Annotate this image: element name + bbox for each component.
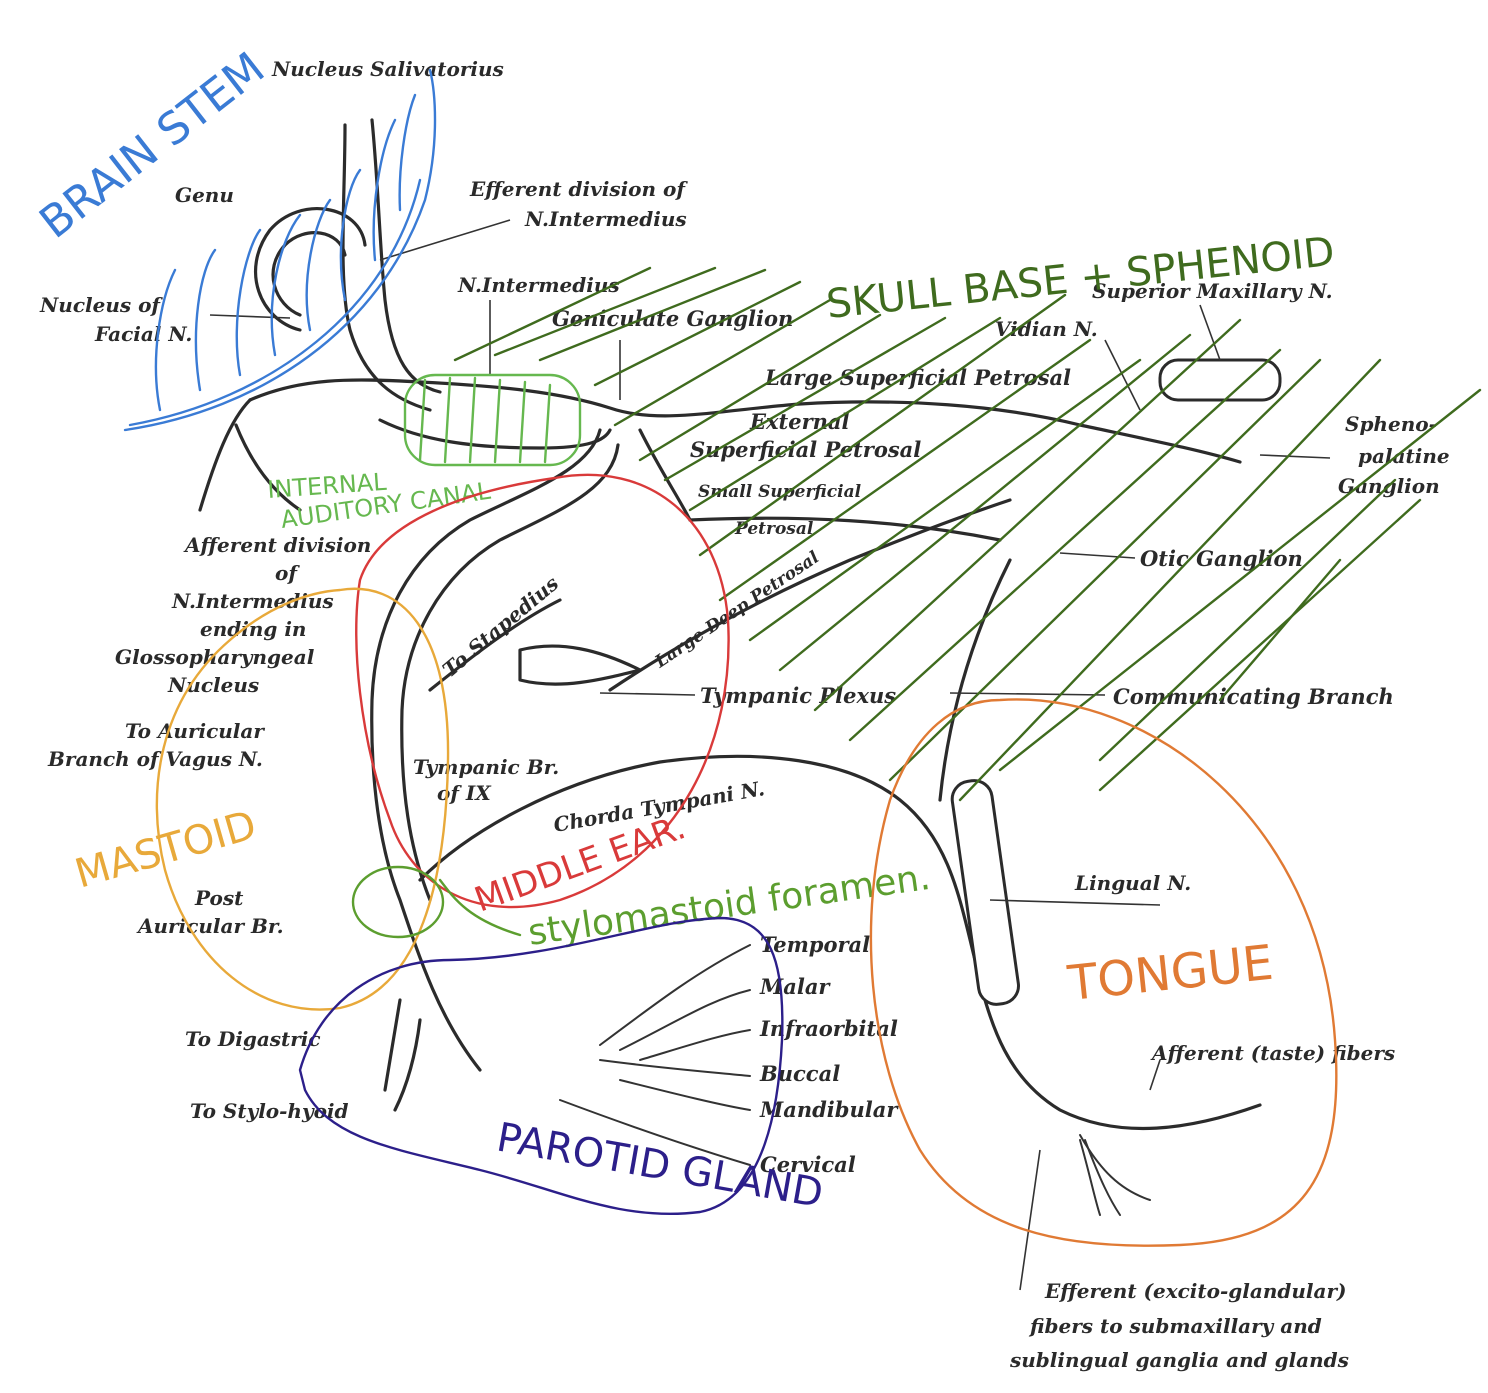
label-tympanic-br-1: Tympanic Br. [413, 755, 559, 779]
label-otic-ganglion: Otic Ganglion [1140, 546, 1303, 571]
to-stylohyoid-path [393, 1018, 422, 1112]
label-afferent-division-3: N.Intermedius [171, 589, 334, 613]
label-small-superficial-2: Petrosal [734, 519, 814, 539]
label-efferent-division-2: N.Intermedius [524, 207, 687, 231]
label-n-intermedius: N.Intermedius [457, 273, 620, 297]
facial-canal-descending-inner [400, 443, 620, 902]
annotation-skull-base: SKULL BASE + SPHENOID [824, 229, 1336, 328]
label-nucleus-facial-2: Facial N. [94, 322, 192, 346]
label-small-superficial-1: Small Superficial [698, 482, 862, 502]
afferent-division-path [198, 398, 252, 512]
label-to-digastric: To Digastric [185, 1027, 321, 1051]
label-efferent-glandular-3: sublingual ganglia and glands [1009, 1348, 1349, 1372]
external-petrosal-path [638, 428, 692, 522]
label-nucleus-salivatorius: Nucleus Salivatorius [271, 57, 504, 81]
brainstem-annotation: BRAIN STEM [30, 43, 437, 432]
facial-trunk-upper [248, 378, 1242, 464]
nerve-drawing [198, 118, 1282, 1216]
annotation-brainstem: BRAIN STEM [30, 43, 274, 249]
label-post-auricular-1: Post [194, 886, 244, 910]
label-afferent-division-2: of [275, 561, 300, 585]
annotation-tongue: TONGUE [1064, 935, 1275, 1012]
tympanic-plexus-path [518, 644, 642, 686]
middle-ear-annotation: MIDDLE EAR. [355, 473, 730, 920]
label-to-auricular-1: To Auricular [125, 719, 265, 743]
label-to-stylohyoid: To Stylo-hyoid [190, 1099, 349, 1123]
facial-canal-descending [370, 428, 602, 1072]
stylomastoid-circle [351, 865, 445, 939]
label-lingual-n: Lingual N. [1074, 871, 1191, 895]
label-spheno-2: palatine [1358, 444, 1450, 468]
label-afferent-division-6: Nucleus [167, 673, 259, 697]
parotid-annotation: PAROTID GLAND [298, 916, 826, 1218]
label-spheno-1: Spheno- [1345, 412, 1437, 436]
label-buccal: Buccal [759, 1061, 840, 1086]
small-superficial-petrosal-path [688, 516, 1002, 542]
facial-branches-fan [559, 944, 751, 1166]
afferent-division-path-2 [234, 423, 302, 512]
chorda-tympani-path [418, 754, 1262, 1131]
efferent-intermedius-path [370, 118, 442, 394]
label-to-stapedius: To Stapedius [438, 571, 563, 682]
tympanic-branch-ix-path [428, 598, 562, 692]
taste-fibers [1079, 1134, 1151, 1216]
label-cervical: Cervical [760, 1152, 856, 1177]
label-efferent-glandular-1: Efferent (excito-glandular) [1044, 1279, 1346, 1303]
internal-auditory-box [403, 373, 582, 467]
large-deep-petrosal-path [608, 498, 1012, 692]
annotation-parotid: PAROTID GLAND [493, 1115, 826, 1218]
label-geniculate-ganglion: Geniculate Ganglion [552, 306, 793, 331]
label-superior-maxillary: Superior Maxillary N. [1092, 279, 1333, 303]
label-tympanic-plexus: Tympanic Plexus [700, 683, 896, 708]
label-external-2: Superficial Petrosal [690, 437, 921, 462]
efferent-intermedius-path-inner [341, 123, 432, 412]
label-efferent-glandular-2: fibers to submaxillary and [1028, 1314, 1322, 1338]
label-vidian: Vidian N. [995, 317, 1098, 341]
label-large-deep-petrosal: Large Deep Petrosal [651, 547, 824, 672]
lingual-nerve-tube [950, 779, 1020, 1006]
label-nucleus-facial-1: Nucleus of [39, 293, 163, 317]
label-mandibular: Mandibular [759, 1097, 899, 1122]
annotation-mastoid: MASTOID [70, 802, 261, 897]
label-efferent-division-1: Efferent division of [469, 177, 688, 201]
to-digastric-path [383, 998, 402, 1092]
label-post-auricular-2: Auricular Br. [136, 914, 284, 938]
internal-auditory-annotation: INTERNAL AUDITORY CANAL [266, 373, 582, 534]
label-temporal: Temporal [760, 932, 870, 957]
genu-loop [254, 207, 367, 332]
label-communicating-branch: Communicating Branch [1113, 684, 1394, 709]
label-to-auricular-2: Branch of Vagus N. [47, 747, 263, 771]
label-afferent-division-1: Afferent division [183, 533, 371, 557]
label-afferent-taste: Afferent (taste) fibers [1150, 1041, 1395, 1065]
otic-to-chorda-path [938, 558, 1012, 802]
label-genu: Genu [175, 183, 234, 207]
label-afferent-division-5: Glossopharyngeal [115, 645, 315, 669]
label-malar: Malar [759, 974, 831, 999]
facial-trunk-lower [378, 418, 612, 450]
leader-lines [209, 219, 1331, 1291]
printed-labels: Nucleus Salivatorius Genu Efferent divis… [39, 57, 1450, 1372]
